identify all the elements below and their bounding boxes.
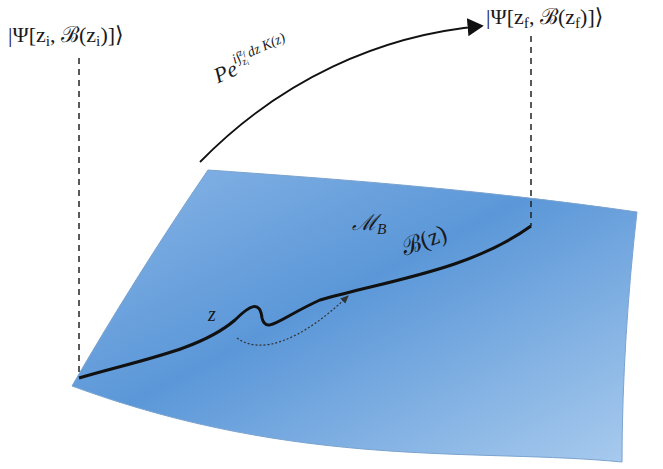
manifold-name: ℳB xyxy=(352,212,386,234)
integrand: dz K(z) xyxy=(245,31,287,60)
dashed-projection xyxy=(530,36,532,226)
path-curve xyxy=(79,226,531,378)
evolution-operator: Pei∫zfzidz K(z) xyxy=(211,34,293,87)
manifold-surface xyxy=(72,170,637,462)
parameter-name: z xyxy=(208,304,216,324)
lower-limit: zi xyxy=(240,56,249,68)
evolution-arrow xyxy=(200,26,482,162)
state-ket: |Ψ[zi, ℬ(zi)]⟩ xyxy=(8,24,124,46)
direction-arrow xyxy=(237,296,348,345)
state-ket: |Ψ[zf, ℬ(zf)]⟩ xyxy=(486,6,603,28)
dashed-projection xyxy=(78,58,80,376)
